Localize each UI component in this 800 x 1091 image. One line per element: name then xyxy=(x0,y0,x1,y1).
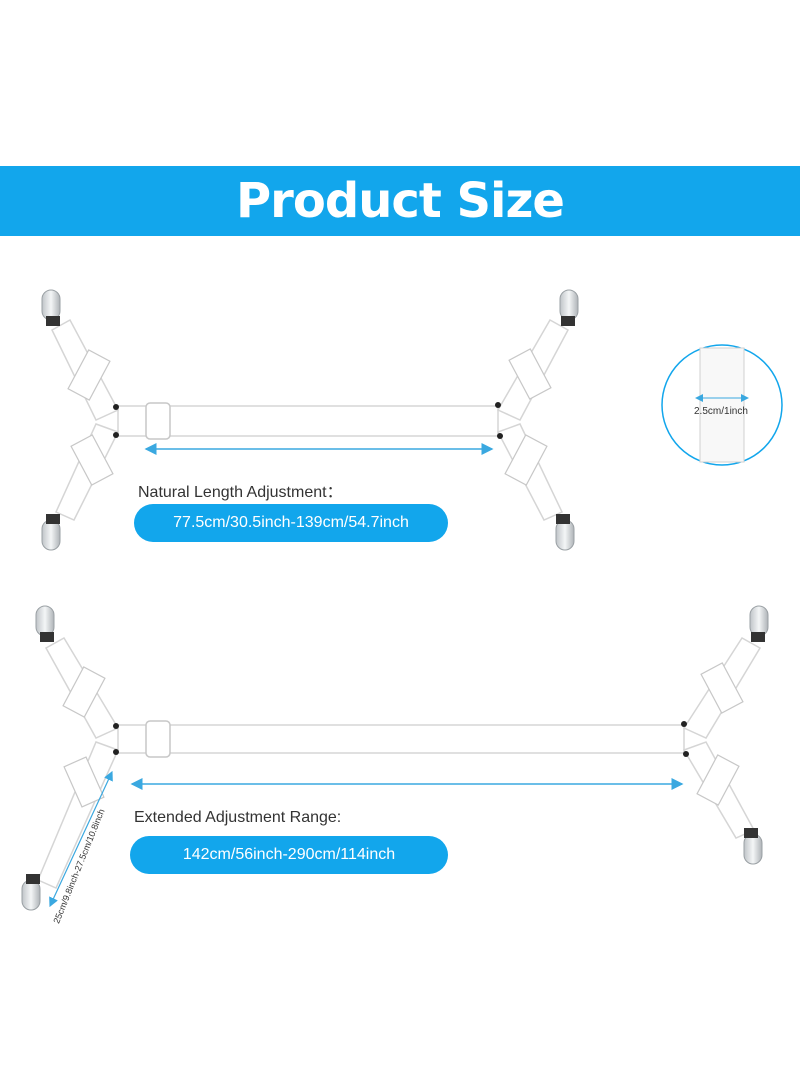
buckle-icon xyxy=(145,402,171,440)
clip-icon xyxy=(35,605,55,642)
main-band xyxy=(117,405,499,437)
clip-icon xyxy=(743,828,763,865)
natural-caption: Natural Length Adjustment： xyxy=(138,484,343,501)
leg-length-arrow xyxy=(49,770,113,908)
clip-icon xyxy=(559,289,579,326)
buckle-icon xyxy=(145,720,171,758)
width-label: 2.5cm/1inch xyxy=(694,406,748,417)
natural-strap xyxy=(41,289,579,551)
clip-icon xyxy=(21,874,41,911)
clip-icon xyxy=(555,514,575,551)
title-banner: Product Size xyxy=(0,166,800,236)
extended-strap xyxy=(21,605,769,911)
width-detail xyxy=(661,344,783,466)
clip-icon xyxy=(749,605,769,642)
clip-icon xyxy=(41,289,61,326)
natural-range-pill: 77.5cm/30.5inch-139cm/54.7inch xyxy=(134,504,448,542)
main-band xyxy=(117,724,685,754)
extended-range-pill: 142cm/56inch-290cm/114inch xyxy=(130,836,448,874)
extended-caption: Extended Adjustment Range: xyxy=(134,809,342,826)
banner-title: Product Size xyxy=(236,173,565,229)
clip-icon xyxy=(41,514,61,551)
